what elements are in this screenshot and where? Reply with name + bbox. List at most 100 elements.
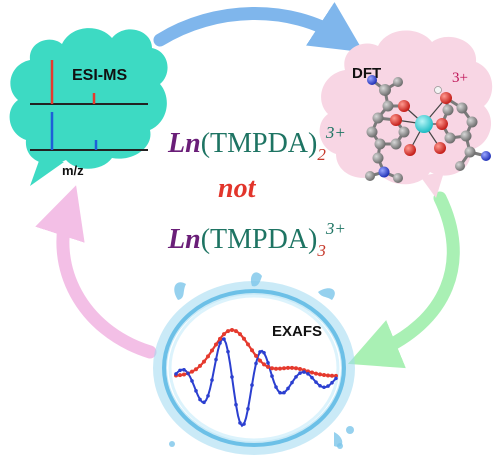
exafs-red-point (230, 327, 234, 332)
exafs-blue-point (306, 372, 310, 376)
formula-bottom-subscript: 3 (316, 241, 326, 260)
water-ring-outer (153, 281, 355, 455)
atom-nitrogen (367, 75, 377, 85)
dft-panel: DFT 3+ (319, 30, 493, 198)
dft-cloud-tail (420, 172, 444, 198)
arrow-dft-to-exafs (347, 191, 460, 369)
exafs-blue-point (314, 380, 318, 384)
atom-carbon (374, 138, 386, 150)
atom-carbon (393, 77, 403, 87)
atom-nitrogen (378, 166, 390, 178)
atom-carbon (390, 138, 402, 150)
exafs-blue-point (246, 407, 250, 411)
atom-carbon (466, 116, 478, 128)
exafs-blue-point (278, 390, 282, 395)
water-ring-highlight (168, 294, 340, 442)
exafs-blue-point (310, 375, 314, 380)
exafs-red-point (190, 369, 194, 374)
exafs-blue-point (242, 422, 246, 426)
exafs-red-point (322, 373, 326, 378)
exafs-red-point (210, 348, 214, 353)
exafs-red-point (298, 367, 302, 372)
exafs-red-point (182, 372, 186, 377)
atom-oxygen (390, 114, 402, 126)
exafs-red-point (306, 369, 310, 374)
atom-carbon (366, 126, 378, 138)
formula-block: Ln(TMPDA)23+ not Ln(TMPDA)33+ (167, 123, 346, 260)
exafs-red-points (174, 327, 338, 378)
exafs-blue-point (266, 361, 270, 365)
exafs-blue-point (226, 349, 230, 354)
esi-ms-axis-label: m/z (62, 163, 84, 178)
atom-carbon (372, 112, 384, 124)
formula-bottom-superscript: 3+ (325, 219, 346, 238)
exafs-red-point (214, 342, 218, 347)
exafs-red-point (326, 373, 330, 378)
exafs-red-point (246, 342, 250, 347)
exafs-red-point (254, 353, 258, 358)
exafs-blue-point (206, 394, 210, 398)
water-splash (318, 288, 335, 300)
exafs-red-point (294, 366, 298, 371)
water-ring (162, 289, 346, 447)
dft-charge: 3+ (452, 70, 468, 86)
esi-ms-cloud (9, 28, 168, 169)
atom-oxygen (436, 118, 448, 130)
atom-hydrogen (434, 86, 442, 94)
exafs-red-point (206, 354, 210, 359)
exafs-blue-point (186, 371, 190, 376)
exafs-blue-point (298, 371, 302, 375)
formula-top-ln: Ln (167, 128, 201, 159)
formula-bottom-ligand: (TMPDA) (201, 224, 318, 255)
exafs-red-point (226, 329, 230, 334)
exafs-red-point (222, 332, 226, 337)
exafs-red-point (202, 359, 206, 364)
exafs-red-point (266, 364, 270, 369)
exafs-blue-point (270, 374, 274, 378)
exafs-blue-point (302, 370, 306, 374)
exafs-red-point (282, 366, 286, 371)
exafs-blue-point (234, 402, 238, 407)
formula-top-subscript: 2 (317, 145, 326, 164)
exafs-blue-point (194, 389, 198, 393)
exafs-blue-point (222, 337, 226, 341)
exafs-blue-point (210, 378, 214, 382)
exafs-blue-point (174, 372, 178, 376)
exafs-red-point (234, 329, 238, 334)
atom-oxygen (404, 144, 416, 156)
exafs-blue-point (294, 375, 298, 379)
atom-nitrogen (481, 151, 491, 161)
exafs-blue-point (274, 385, 278, 389)
exafs-blue-point (326, 384, 330, 388)
exafs-blue-points (174, 337, 338, 426)
atom-carbon (398, 126, 410, 138)
exafs-red-point (270, 366, 274, 371)
water-droplet (169, 441, 175, 447)
water-droplet (346, 426, 354, 434)
atom-carbon (456, 102, 468, 114)
exafs-blue-point (254, 361, 258, 366)
arrow-esi-to-dft (153, 2, 364, 53)
exafs-red-point (218, 336, 222, 341)
atom-carbon (464, 146, 476, 158)
exafs-red-point (334, 373, 338, 378)
atom-carbon (393, 173, 403, 183)
exafs-red-point (262, 362, 266, 367)
arrow-exafs-to-esi (35, 185, 157, 359)
formula-top: Ln(TMPDA)23+ (167, 123, 346, 164)
esi-ms-panel: ESI-MS m/z (9, 28, 168, 186)
exafs-curve-blue (175, 338, 337, 428)
exafs-blue-point (190, 379, 194, 383)
exafs-red-point (290, 365, 294, 370)
exafs-red-point (258, 358, 262, 363)
not-label: not (218, 173, 257, 204)
atom-oxygen (398, 100, 410, 112)
water-splash (250, 272, 262, 287)
exafs-blue-point (178, 368, 182, 373)
esi-ms-title: ESI-MS (72, 67, 127, 84)
atom-oxygen (434, 142, 446, 154)
exafs-red-point (238, 332, 242, 337)
exafs-panel: EXAFS (153, 272, 355, 455)
formula-bottom-ln: Ln (167, 224, 201, 255)
atom-carbon (372, 152, 384, 164)
